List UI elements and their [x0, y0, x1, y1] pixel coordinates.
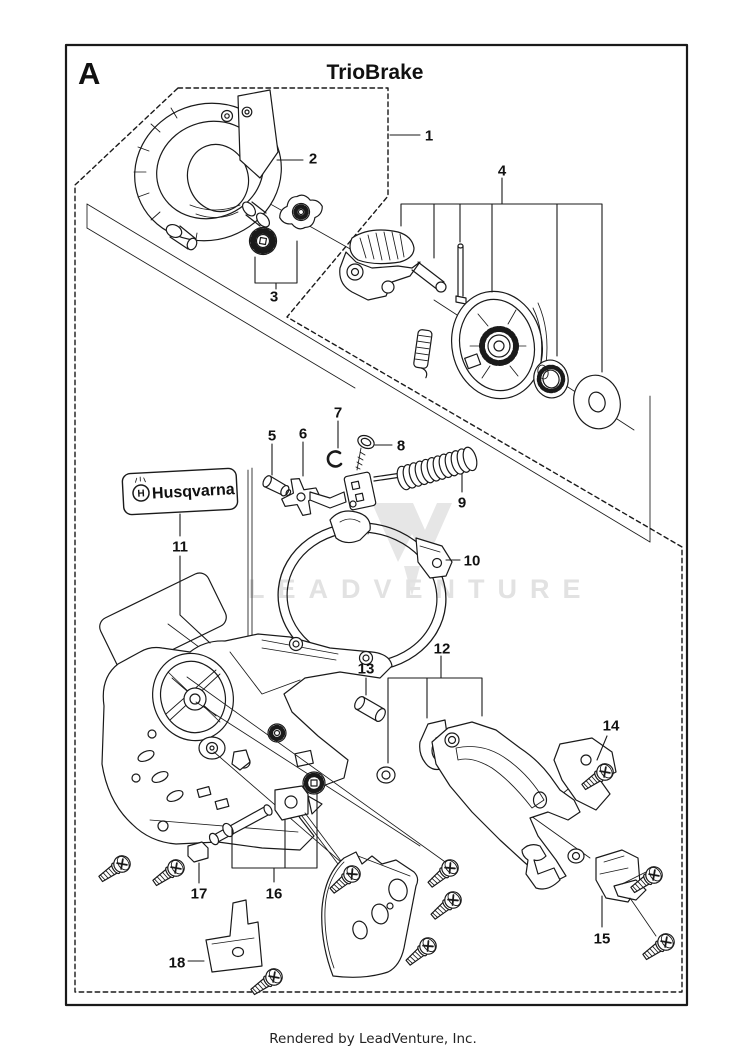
- part-callout-6[interactable]: 6: [299, 426, 307, 443]
- sprocket-wheel-drawing: [152, 652, 234, 742]
- part-callout-3[interactable]: 3: [270, 289, 278, 306]
- clutch-drum-drawing: [450, 290, 548, 400]
- crankcase-body-drawing: [101, 633, 393, 851]
- part-callout-16[interactable]: 16: [266, 886, 283, 903]
- diagram-border: [64, 43, 689, 1007]
- e-clip-7-drawing: [326, 450, 343, 468]
- part-callout-18[interactable]: 18: [169, 955, 186, 972]
- pin-5-drawing: [262, 475, 292, 497]
- part-callout-15[interactable]: 15: [594, 931, 611, 948]
- brake-band-drawing: [277, 510, 453, 672]
- cover-roller: [241, 201, 271, 228]
- husqvarna-crown-icon: [132, 484, 150, 502]
- tensioner-knob-drawing: [248, 194, 323, 256]
- part-callout-13[interactable]: 13: [358, 661, 375, 678]
- part-callout-17[interactable]: 17: [191, 886, 208, 903]
- brake-lever-drawing: [339, 229, 447, 301]
- part-callout-8[interactable]: 8: [397, 438, 405, 455]
- diagram-title: TrioBrake: [327, 61, 424, 84]
- part-callout-5[interactable]: 5: [268, 428, 276, 445]
- chain-catcher-group-drawing: [521, 844, 657, 937]
- clutch-group-drawing: [339, 229, 635, 431]
- part-callout-9[interactable]: 9: [458, 495, 466, 512]
- pin-13-drawing: [354, 696, 386, 722]
- backdrop-plane-lines: [86, 203, 651, 645]
- pivot-pin-drawing: [455, 243, 467, 305]
- worm-gear-drawing: [302, 771, 326, 795]
- band-bracket: [415, 537, 453, 579]
- footer-credit: Rendered by LeadVenture, Inc.: [269, 1031, 477, 1047]
- cross-lever-6-drawing: [281, 478, 320, 516]
- needle-bearing-drawing: [533, 359, 569, 399]
- guide-plate-group-drawing: [354, 696, 617, 885]
- husqvarna-logo-letter: H: [137, 488, 145, 499]
- side-panel-drawing: [99, 572, 227, 672]
- part-callout-11[interactable]: 11: [172, 539, 188, 556]
- leadventure-logo-mark: [372, 503, 452, 596]
- part-callout-4[interactable]: 4: [498, 163, 507, 180]
- tensioner-group-drawing: [187, 771, 342, 973]
- bracket-18-drawing: [205, 899, 263, 973]
- spring-9-drawing: [396, 446, 478, 491]
- adjuster-rod-drawing: [208, 804, 273, 846]
- nut-drawing: [376, 766, 396, 784]
- part-callout-7[interactable]: 7: [334, 405, 342, 422]
- callout-leaders: [179, 134, 608, 962]
- part-callout-10[interactable]: 10: [464, 553, 481, 570]
- cover-bolt: [165, 223, 198, 251]
- rear-plate-drawing: [553, 737, 617, 811]
- leadventure-watermark: LEADVENTURE: [248, 503, 594, 604]
- part-callout-1[interactable]: 1: [425, 128, 433, 145]
- washer-drawing: [573, 374, 621, 430]
- watermark-text: LEADVENTURE: [248, 574, 594, 604]
- part-callout-2[interactable]: 2: [309, 151, 317, 168]
- part-callout-12[interactable]: 12: [434, 641, 451, 658]
- screw-8-drawing: [355, 434, 375, 471]
- husqvarna-brand-text: Husqvarna: [152, 481, 236, 502]
- brake-spring-strip-drawing: [413, 329, 433, 379]
- dashed-group-outline: [74, 87, 683, 993]
- husqvarna-decal-drawing: H Husqvarna: [99, 467, 251, 686]
- plug-17-drawing: [187, 841, 209, 863]
- section-label: A: [78, 56, 100, 91]
- tensioner-gear-drawing: [248, 226, 278, 256]
- bar-mount-plate-drawing: [431, 721, 581, 885]
- part-callout-14[interactable]: 14: [603, 718, 620, 735]
- tensioner-block-drawing: [274, 785, 323, 821]
